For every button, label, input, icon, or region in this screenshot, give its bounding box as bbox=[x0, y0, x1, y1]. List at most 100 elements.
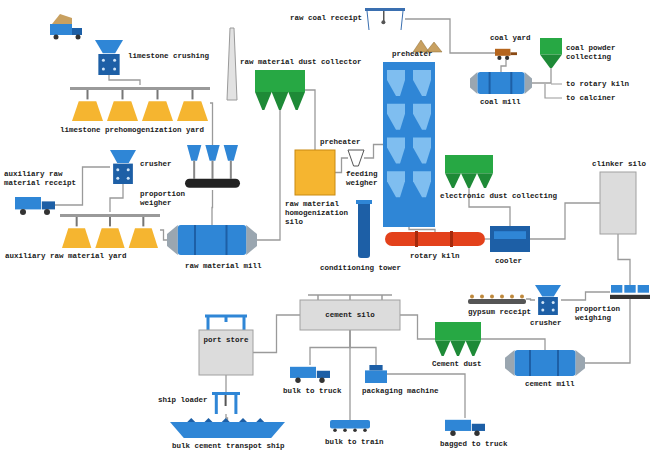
icon-part bbox=[535, 285, 561, 296]
equipment-icon bbox=[385, 232, 485, 246]
flow-line bbox=[485, 238, 490, 239]
equipment-icon bbox=[212, 392, 240, 414]
icon-part bbox=[157, 90, 159, 99]
icon-part bbox=[611, 285, 622, 293]
icon-part bbox=[215, 392, 218, 414]
equipment-node: auxiliary raw material receipt bbox=[15, 195, 55, 215]
equipment-label: bagged to truck bbox=[440, 440, 508, 449]
equipment-node: electronic dust collecting bbox=[445, 155, 493, 188]
equipment-icon bbox=[495, 46, 517, 60]
icon-part bbox=[489, 72, 491, 94]
equipment-label: ship loader bbox=[158, 396, 208, 405]
icon-part bbox=[510, 72, 512, 94]
icon-part bbox=[107, 101, 138, 121]
equipment-icon bbox=[358, 200, 370, 258]
equipment-label: coal yard bbox=[490, 34, 531, 43]
icon-part bbox=[295, 378, 300, 383]
icon-part bbox=[413, 138, 431, 164]
equipment-label: coal powder collecting bbox=[566, 44, 626, 62]
silo-pipes bbox=[308, 295, 392, 300]
equipment-node: coal yard bbox=[495, 46, 517, 60]
equipment-label: raw material dust collector bbox=[240, 58, 362, 67]
truck-cab bbox=[72, 28, 82, 35]
truck-load bbox=[52, 14, 72, 24]
icon-part bbox=[116, 168, 119, 171]
flow-line bbox=[350, 330, 376, 365]
equipment-label: cement silo bbox=[300, 311, 400, 320]
equipment-node: conditioning tower bbox=[358, 200, 370, 258]
icon-part bbox=[575, 350, 585, 376]
truck-wheel bbox=[76, 35, 81, 40]
flow-line bbox=[110, 184, 123, 212]
icon-part bbox=[387, 104, 405, 130]
equipment-node: clinker silo bbox=[600, 172, 636, 234]
chimney bbox=[227, 28, 237, 100]
icon-part bbox=[505, 350, 515, 376]
equipment-label: proportion weighing bbox=[575, 305, 623, 323]
equipment-node: coal mill bbox=[470, 72, 532, 94]
equipment-icon bbox=[470, 72, 532, 94]
flow-line bbox=[532, 68, 551, 83]
equipment-node: bulk to train bbox=[330, 420, 370, 432]
icon-part bbox=[319, 378, 324, 383]
icon-part bbox=[205, 145, 219, 161]
icon-part bbox=[70, 87, 210, 90]
icon-part bbox=[177, 101, 208, 121]
equipment-label: auxiliary raw material receipt bbox=[4, 170, 80, 188]
store-box: cement silo bbox=[300, 300, 400, 330]
equipment-node: preheaterraw material homogenization sil… bbox=[295, 150, 335, 195]
equipment-icon bbox=[365, 365, 387, 383]
equipment-label: crusher bbox=[140, 160, 172, 169]
icon-part bbox=[60, 214, 160, 217]
icon-part bbox=[538, 297, 558, 315]
port-gantry bbox=[205, 316, 247, 330]
equipment-icon bbox=[435, 322, 481, 356]
icon-part bbox=[490, 295, 494, 299]
icon-part bbox=[300, 300, 400, 330]
equipment-label: packaging machine bbox=[362, 387, 439, 396]
equipment-label: auxiliary raw material yard bbox=[5, 252, 127, 261]
icon-part bbox=[445, 420, 471, 431]
icon-part bbox=[470, 72, 477, 94]
equipment-node: feeding weigher bbox=[348, 150, 364, 166]
flow-line bbox=[387, 374, 465, 418]
equipment-label: electronic dust collecting bbox=[440, 192, 557, 201]
icon-part bbox=[234, 392, 237, 414]
icon-part bbox=[290, 367, 316, 378]
equipment-label: bulk to truck bbox=[283, 387, 342, 396]
icon-part bbox=[255, 92, 272, 110]
equipment-label: bulk cement transpot ship bbox=[172, 442, 285, 451]
flow-line bbox=[225, 375, 226, 392]
equipment-label: limestone prehomogenization yard bbox=[60, 126, 204, 135]
flow-line bbox=[310, 330, 350, 365]
equipment-icon bbox=[15, 195, 55, 215]
icon-part bbox=[110, 150, 136, 163]
icon-part bbox=[435, 322, 481, 341]
icon-part bbox=[230, 161, 232, 179]
flow-line bbox=[501, 60, 506, 72]
icon-part bbox=[450, 341, 465, 356]
icon-part bbox=[348, 150, 364, 166]
icon-part bbox=[113, 164, 133, 184]
icon-part bbox=[122, 90, 124, 99]
icon-part bbox=[413, 171, 431, 197]
icon-part bbox=[358, 200, 370, 258]
icon-part bbox=[557, 350, 559, 376]
equipment-node: cement mill bbox=[505, 350, 585, 376]
icon-part bbox=[445, 155, 493, 173]
equipment-node: rotary kiln bbox=[385, 232, 485, 246]
flow-line bbox=[253, 315, 300, 353]
flow-line bbox=[109, 75, 140, 85]
equipment-label: preheater bbox=[392, 50, 433, 59]
coal-feed-line bbox=[545, 84, 562, 98]
icon-part bbox=[363, 428, 367, 432]
destination-label: to calciner bbox=[566, 94, 616, 103]
icon-part bbox=[515, 350, 576, 376]
equipment-icon bbox=[295, 150, 335, 195]
icon-part bbox=[450, 431, 455, 436]
equipment-label: port store bbox=[199, 336, 253, 345]
icon-part bbox=[383, 62, 435, 227]
equipment-node: coal powder collecting bbox=[540, 38, 562, 68]
flow-line bbox=[530, 203, 600, 239]
truck-wheel bbox=[54, 35, 59, 40]
